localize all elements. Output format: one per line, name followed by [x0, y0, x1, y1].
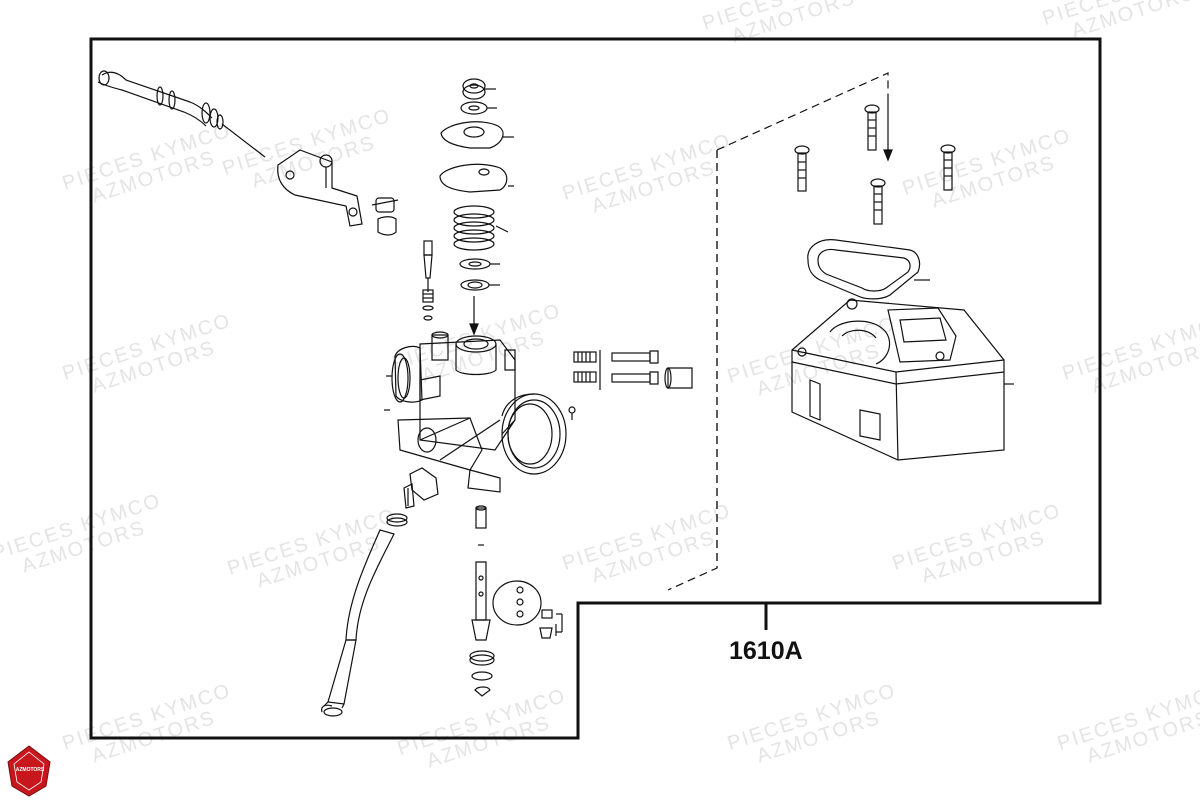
dash-connector	[716, 72, 889, 151]
chamber-screw-part	[870, 178, 886, 225]
azmotors-logo-icon	[7, 745, 51, 797]
cover-plate-part	[439, 163, 514, 193]
plug-part	[664, 367, 693, 389]
chamber-screw-part	[940, 144, 956, 191]
chamber-screw-part	[794, 145, 810, 192]
float-chamber-part	[791, 298, 1014, 461]
logo-text: AZMOTORS	[15, 767, 45, 773]
arrowhead-icon	[469, 323, 479, 336]
washer-part	[460, 101, 497, 115]
chamber-screw-part	[864, 104, 880, 151]
throttle-cable-part	[97, 70, 266, 158]
hose-clamp-part	[321, 704, 343, 717]
top-nut-part	[462, 78, 496, 100]
spring-part	[453, 205, 509, 251]
hose-clip-part	[386, 513, 408, 527]
carburetor-outlet-part	[501, 393, 576, 475]
clip-screw-part	[539, 609, 563, 639]
cable-bracket-part	[277, 149, 363, 227]
adjuster-screw-part	[371, 197, 399, 236]
throttle-plate-part	[440, 121, 514, 149]
seal-ring-part	[459, 258, 500, 291]
reference-label: 1610A	[729, 637, 803, 665]
carburetor-body-part	[391, 331, 516, 493]
main-jet-part	[471, 505, 491, 641]
float-valve-part	[469, 650, 495, 697]
assembly-frame	[89, 37, 1102, 740]
float-gasket-part	[807, 239, 930, 300]
fuel-fitting-part	[403, 467, 439, 509]
jet-needle-part	[422, 240, 434, 321]
idle-screw-part	[573, 350, 659, 390]
fuel-hose-part	[323, 529, 395, 709]
diaphragm-part	[492, 580, 542, 626]
